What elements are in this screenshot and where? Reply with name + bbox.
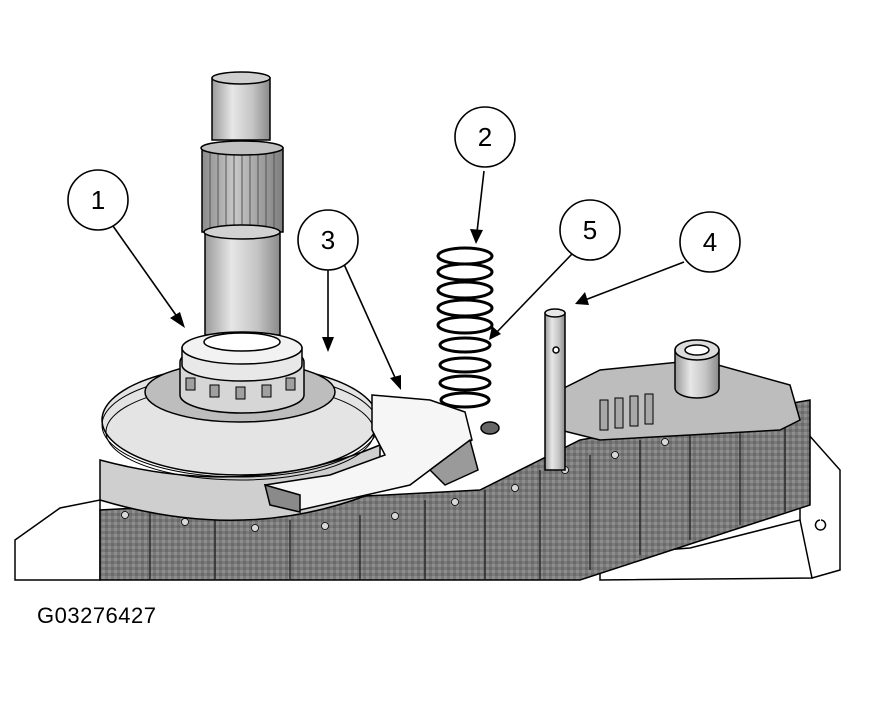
- svg-text:4: 4: [703, 227, 717, 257]
- case-housing: [14, 423, 841, 581]
- driven-sprocket: [559, 339, 801, 441]
- fork-spring: [436, 246, 494, 409]
- svg-text:5: 5: [583, 215, 597, 245]
- fork-rail: [544, 308, 566, 471]
- callout-2: 2: [454, 106, 516, 168]
- callout-1: 1: [67, 169, 129, 231]
- svg-text:3: 3: [321, 225, 335, 255]
- drive-chain: [99, 399, 811, 581]
- output-shaft: [200, 71, 284, 336]
- leader-arrowheads: [170, 229, 589, 390]
- figure-id-label: G03276427: [37, 603, 157, 628]
- svg-text:1: 1: [91, 185, 105, 215]
- callout-5: 5: [559, 199, 621, 261]
- leader-lines: [112, 170, 685, 383]
- spring-seat: [480, 421, 500, 435]
- svg-text:2: 2: [478, 122, 492, 152]
- exploded-view-illustration: 1 2 3 4 5: [14, 71, 841, 581]
- shift-fork: [263, 394, 479, 513]
- callout-3: 3: [297, 209, 359, 271]
- callout-4: 4: [679, 211, 741, 273]
